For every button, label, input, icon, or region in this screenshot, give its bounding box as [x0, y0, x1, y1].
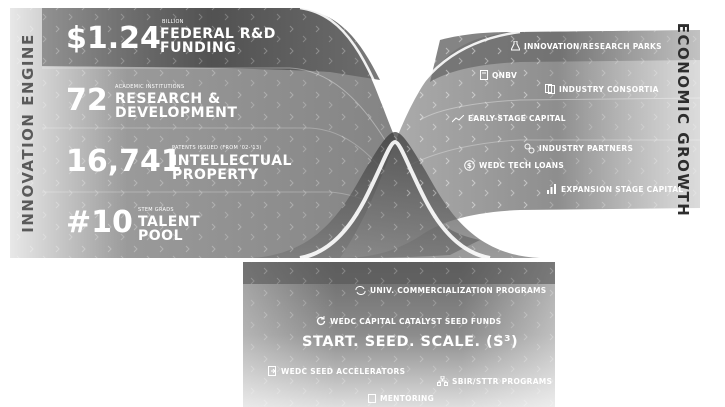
stat-title-line2: DEVELOPMENT: [115, 105, 238, 121]
stat-small-label: PATENTS ISSUED (FROM '02-'13): [172, 145, 262, 151]
refresh-icon: [316, 316, 326, 326]
seed-item-catalyst-funds: WEDC CAPITAL CATALYST SEED FUNDS: [316, 316, 502, 326]
documents-icon: [545, 84, 555, 94]
seed-item-label: UNIV. COMMERCIALIZATION PROGRAMS: [370, 286, 547, 295]
growth-item-qnbv: QNBV: [480, 70, 517, 80]
innovation-engine-label: INNOVATION ENGINE: [19, 33, 37, 233]
growth-item-expansion-capital: EXPANSION STAGE CAPITAL: [546, 184, 684, 194]
stat-title-line2: PROPERTY: [172, 167, 259, 183]
stat-value: 72: [66, 83, 108, 118]
svg-text:$: $: [467, 162, 472, 170]
dollar-coin-icon: $: [464, 160, 475, 171]
seed-item-label: SBIR/STTR PROGRAMS: [452, 376, 553, 386]
seed-item-sbir-sttr: SBIR/STTR PROGRAMS: [437, 376, 552, 386]
stat-small-label: ACADEMIC INSTITUTIONS: [115, 84, 185, 90]
seed-item-mentoring: MENTORING: [368, 394, 434, 403]
stat-title-line2: POOL: [138, 228, 183, 244]
growth-item-label: INDUSTRY PARTNERS: [539, 144, 634, 153]
stat-title-line1: RESEARCH &: [115, 91, 221, 107]
cycle-icon: [355, 286, 366, 295]
growth-item-label: QNBV: [492, 70, 518, 80]
stat-value: #10: [66, 205, 133, 240]
trend-line-icon: [452, 114, 464, 123]
document-icon: [480, 70, 488, 80]
stat-small-label: BILLION: [162, 19, 184, 25]
growth-item-label: INDUSTRY CONSORTIA: [559, 84, 659, 94]
stat-value: $1.24: [66, 21, 161, 56]
seed-item-label: WEDC CAPITAL CATALYST SEED FUNDS: [330, 316, 502, 326]
seed-item-label: WEDC SEED ACCELERATORS: [281, 366, 406, 376]
stat-title-line1: FEDERAL R&D: [160, 26, 276, 42]
stat-talent-pool: #10: [66, 208, 133, 238]
stat-title-line2: FUNDING: [160, 40, 237, 56]
stat-federal-funding: $1.24: [66, 24, 161, 54]
gears-icon: [524, 143, 535, 154]
growth-item-label: EXPANSION STAGE CAPITAL: [561, 184, 684, 194]
growth-item-partners: INDUSTRY PARTNERS: [524, 143, 633, 154]
seed-item-univ-programs: UNIV. COMMERCIALIZATION PROGRAMS: [355, 286, 547, 295]
stat-title-line1: INTELLECTUAL: [172, 153, 292, 169]
stat-small-label: STEM GRADS: [138, 207, 174, 213]
doc-arrow-icon: [268, 366, 277, 376]
growth-item-label: WEDC TECH LOANS: [479, 161, 565, 170]
stat-research: 72: [66, 86, 108, 116]
seed-item-label: MENTORING: [380, 394, 435, 403]
growth-item-label: EARLY-STAGE CAPITAL: [468, 114, 566, 123]
growth-item-early-capital: EARLY-STAGE CAPITAL: [452, 114, 566, 123]
stat-intellectual-property: 16,741: [66, 147, 182, 177]
bar-chart-icon: [546, 184, 557, 194]
stat-value: 16,741: [66, 144, 182, 179]
page-icon: [368, 394, 376, 403]
org-chart-icon: [437, 376, 448, 386]
growth-item-label: INNOVATION/RESEARCH PARKS: [524, 41, 662, 51]
growth-item-consortia: INDUSTRY CONSORTIA: [545, 84, 659, 94]
growth-item-tech-loans: $ WEDC TECH LOANS: [464, 160, 564, 171]
flask-icon: [511, 41, 520, 51]
stat-title-line1: TALENT: [138, 214, 201, 230]
growth-item-research-parks: INNOVATION/RESEARCH PARKS: [511, 41, 662, 51]
center-title: START. SEED. SCALE. (S³): [302, 334, 519, 350]
seed-item-accelerators: WEDC SEED ACCELERATORS: [268, 366, 405, 376]
